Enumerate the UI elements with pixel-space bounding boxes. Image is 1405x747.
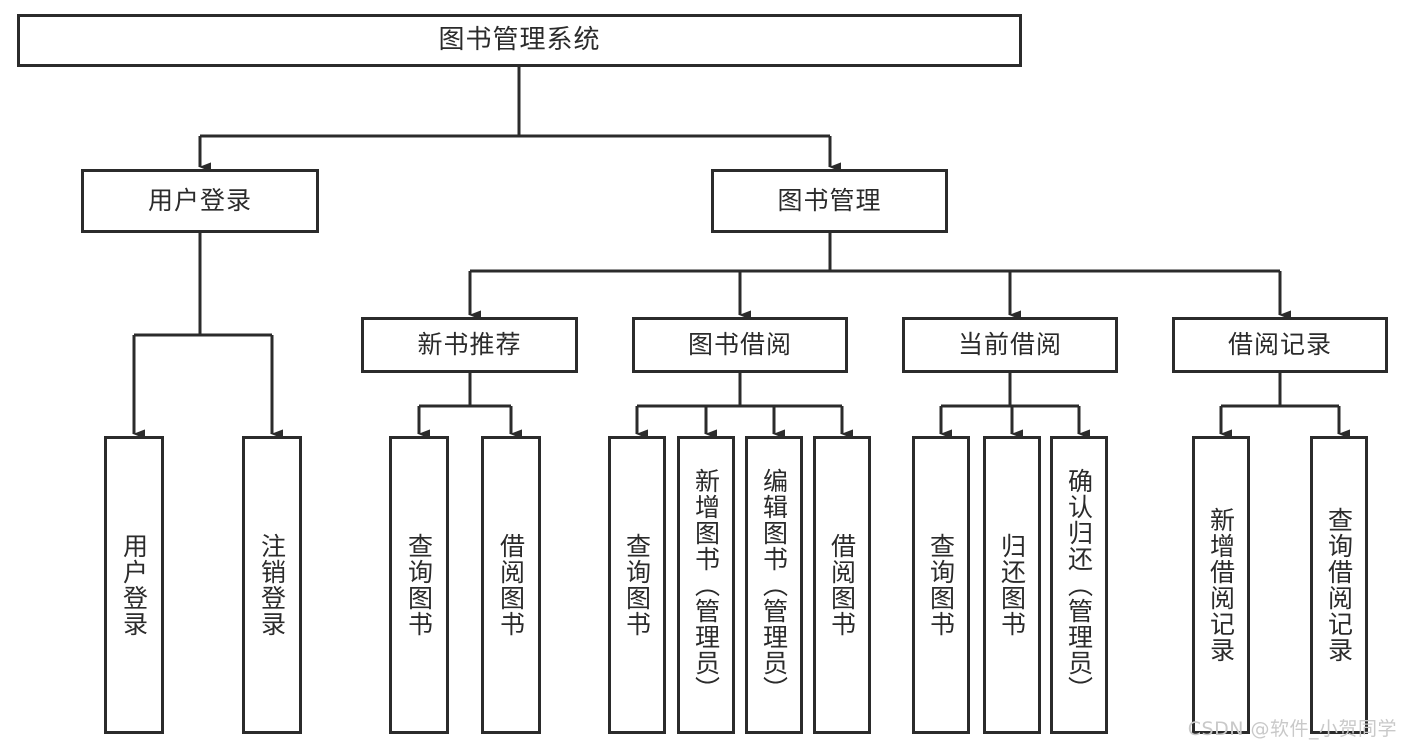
node-root[interactable]: 图书管理系统	[17, 14, 1022, 67]
leaf-query-book-borrow[interactable]: 查询图书	[608, 436, 666, 734]
leaf-logout[interactable]: 注销登录	[242, 436, 302, 734]
node-current-borrow[interactable]: 当前借阅	[902, 317, 1118, 373]
node-book-management[interactable]: 图书管理	[711, 169, 948, 233]
leaf-edit-book-admin[interactable]: 编辑图书（管理员）	[745, 436, 803, 734]
leaf-borrow-book[interactable]: 借阅图书	[813, 436, 871, 734]
node-borrow-record[interactable]: 借阅记录	[1172, 317, 1388, 373]
leaf-query-borrow-record[interactable]: 查询借阅记录	[1310, 436, 1368, 734]
leaf-add-borrow-record[interactable]: 新增借阅记录	[1192, 436, 1250, 734]
leaf-user-login[interactable]: 用户登录	[104, 436, 164, 734]
leaf-return-book[interactable]: 归还图书	[983, 436, 1041, 734]
leaf-confirm-return-admin[interactable]: 确认归还（管理员）	[1050, 436, 1108, 734]
leaf-borrow-book-newbook[interactable]: 借阅图书	[481, 436, 541, 734]
node-book-borrow[interactable]: 图书借阅	[632, 317, 848, 373]
leaf-add-book-admin[interactable]: 新增图书（管理员）	[677, 436, 735, 734]
leaf-query-book-newbook[interactable]: 查询图书	[389, 436, 449, 734]
node-user-login[interactable]: 用户登录	[81, 169, 319, 233]
leaf-query-book-current[interactable]: 查询图书	[912, 436, 970, 734]
node-new-book-recommend[interactable]: 新书推荐	[361, 317, 578, 373]
